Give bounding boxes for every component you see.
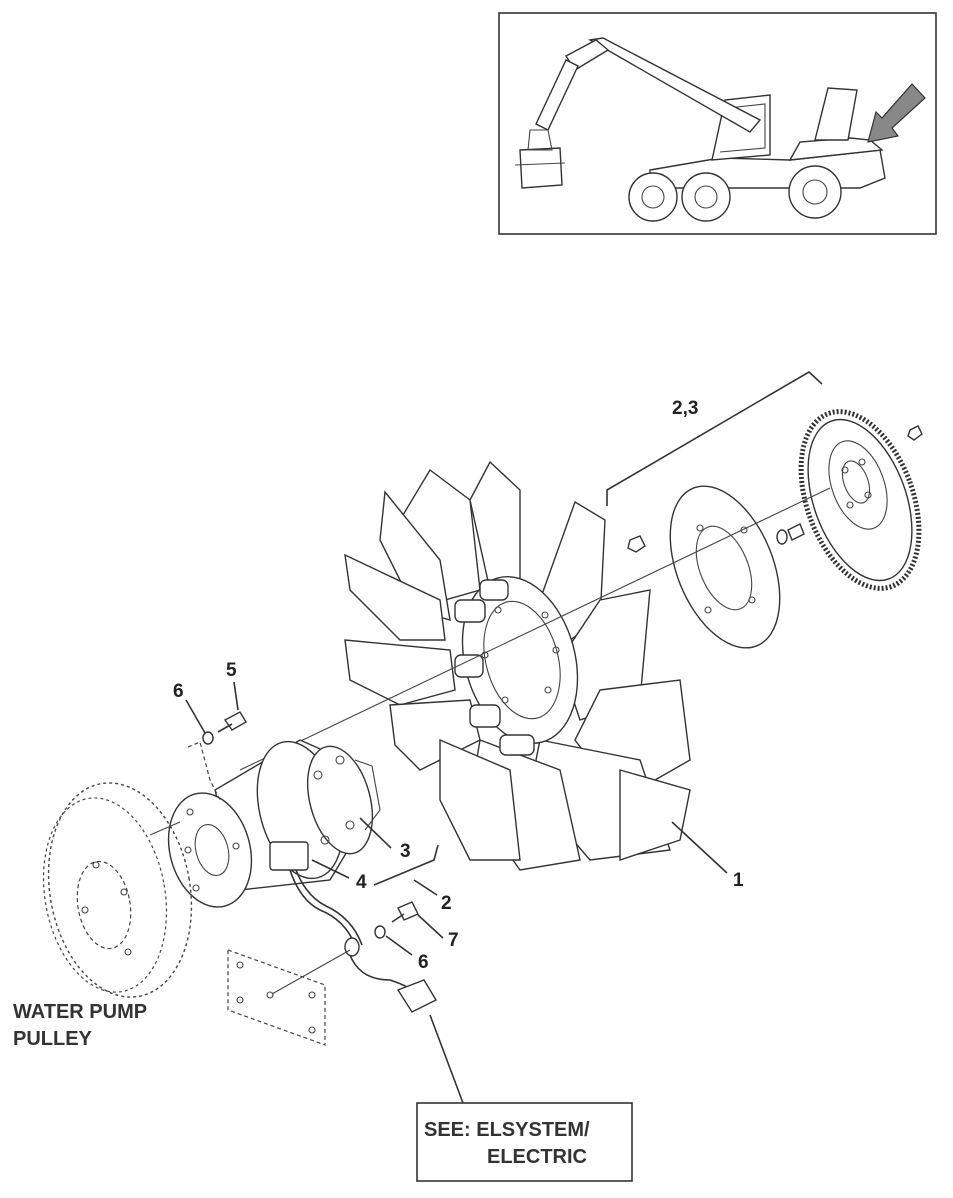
clutch-connector bbox=[269, 841, 437, 1013]
assembly-axis-line bbox=[239, 487, 831, 771]
svg-text:PULLEY: PULLEY bbox=[13, 1028, 93, 1050]
nut-upper-right bbox=[907, 425, 923, 441]
callout-numbers: 2,3 5 6 3 4 2 1 7 6 bbox=[173, 398, 744, 973]
water-pump-pulley-label: WATER PUMP PULLEY bbox=[13, 1001, 147, 1050]
callout-1: 1 bbox=[733, 870, 744, 891]
bracket-2-3 bbox=[606, 371, 823, 506]
sensor-plate bbox=[227, 949, 351, 1046]
bolt-5 bbox=[217, 711, 247, 733]
callout-7: 7 bbox=[448, 930, 459, 951]
callout-2-3: 2,3 bbox=[672, 398, 698, 419]
adapter-plate bbox=[669, 485, 781, 649]
bolt-washer-plate bbox=[776, 523, 805, 545]
dashed-bracket-5-6 bbox=[187, 741, 221, 801]
callout-6-lower: 6 bbox=[418, 952, 429, 973]
callout-3: 3 bbox=[400, 841, 411, 862]
ring-gear bbox=[798, 409, 922, 591]
machine-overview-inset bbox=[498, 12, 937, 235]
bolt-7 bbox=[391, 901, 419, 923]
callout-4: 4 bbox=[356, 872, 367, 893]
svg-text:ELECTRIC: ELECTRIC bbox=[487, 1146, 587, 1168]
wheels bbox=[628, 165, 842, 222]
leader-lines bbox=[185, 681, 728, 1104]
svg-text:WATER PUMP: WATER PUMP bbox=[13, 1001, 147, 1023]
svg-text:SEE: ELSYSTEM/: SEE: ELSYSTEM/ bbox=[424, 1119, 590, 1141]
location-arrow-icon bbox=[867, 83, 926, 143]
water-pump-pulley bbox=[42, 782, 193, 998]
nut-fan-hub bbox=[627, 535, 646, 553]
callout-5: 5 bbox=[226, 660, 237, 681]
fan-assembly bbox=[344, 460, 691, 871]
washer-6-lower bbox=[374, 925, 386, 939]
callout-6-upper: 6 bbox=[173, 681, 184, 702]
callout-2: 2 bbox=[441, 893, 452, 914]
see-reference-box: SEE: ELSYSTEM/ ELECTRIC bbox=[416, 1102, 633, 1182]
washer-6-upper bbox=[202, 731, 214, 745]
